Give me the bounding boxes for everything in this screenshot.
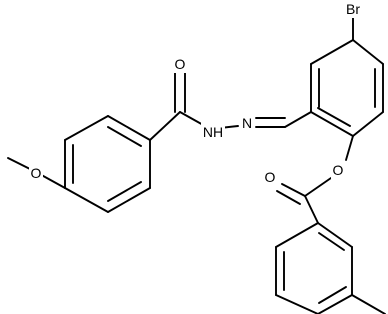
bond [64, 187, 109, 213]
bond [351, 294, 386, 314]
ester-carbonyl-oxygen-label: O [265, 169, 276, 185]
bond [317, 107, 351, 127]
bromine-label: Br [346, 1, 360, 17]
bond [318, 232, 345, 251]
bonds [7, 17, 386, 314]
bond [107, 181, 142, 202]
bond [276, 190, 301, 205]
bond [317, 294, 353, 314]
bond [345, 135, 354, 161]
bond [304, 195, 319, 224]
carbonyl-oxygen-label: O [175, 56, 186, 72]
bond [149, 111, 181, 141]
bond [107, 187, 151, 213]
bond [179, 111, 206, 127]
amide-nh-label: NH [203, 124, 223, 140]
bond [275, 294, 319, 314]
bond [107, 126, 142, 147]
atom-labels: Br O NH N O O O [29, 0, 365, 186]
bond [107, 115, 151, 141]
ester-oxygen-label: O [333, 162, 344, 178]
bond [352, 39, 384, 65]
imine-nitrogen-label: N [242, 115, 252, 131]
bond [281, 183, 306, 197]
methoxy-oxygen-label: O [31, 165, 42, 181]
bond [284, 111, 312, 128]
bond [275, 222, 319, 248]
bond [310, 39, 354, 65]
bond [318, 286, 347, 304]
bond [64, 115, 109, 141]
bond [317, 222, 353, 248]
bond [310, 111, 354, 137]
bond [304, 177, 332, 197]
bond [352, 111, 384, 137]
